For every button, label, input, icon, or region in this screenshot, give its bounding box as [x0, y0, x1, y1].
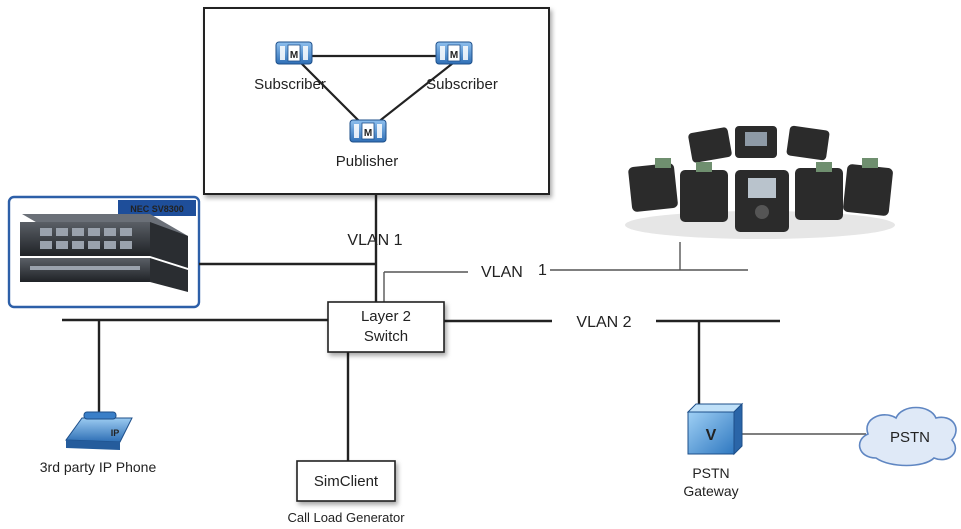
voice-gateway-icon: V: [686, 402, 744, 456]
layer2-switch: Layer 2 Switch: [327, 301, 445, 353]
call-server-cluster: M Subscriber M Subscriber M Publisher: [203, 7, 550, 195]
pbx-brand-label: NEC SV8300: [130, 204, 184, 214]
subscriber-right-server-icon: M: [435, 41, 473, 65]
vlan-2-label: VLAN 2: [576, 314, 631, 331]
svg-text:V: V: [706, 427, 717, 444]
pstn-cloud-label: PSTN: [890, 429, 930, 446]
vlan-1-label-right-word: VLAN: [481, 264, 523, 281]
network-links: [62, 194, 866, 462]
svg-text:IP: IP: [111, 428, 120, 438]
simclient-box: [296, 460, 396, 502]
switch-label-line1: Layer 2: [361, 308, 411, 325]
simclient: SimClient: [296, 460, 396, 502]
pstn-cloud-icon: PSTN: [858, 406, 957, 467]
svg-text:M: M: [364, 128, 372, 139]
publisher-label: Publisher: [336, 153, 399, 170]
pbx-unit: NEC SV8300: [7, 195, 201, 309]
simclient-label: SimClient: [314, 473, 379, 490]
subscriber-right-label: Subscriber: [426, 76, 498, 93]
cluster-box: [203, 7, 550, 195]
gateway-label-line2: Gateway: [683, 483, 738, 499]
pbx-chassis-icon: [20, 214, 188, 292]
svg-text:M: M: [290, 50, 298, 61]
switch-box: [327, 301, 445, 353]
ip-phone-icon: IP: [65, 411, 133, 450]
ip-phone-label: 3rd party IP Phone: [40, 459, 157, 475]
switch-label-line2: Switch: [364, 328, 408, 345]
desk-phones-group-icon: [625, 125, 895, 239]
gateway-label-line1: PSTN: [692, 465, 729, 481]
subscriber-left-server-icon: M: [275, 41, 313, 65]
pbx-title-bar: [118, 200, 196, 216]
cluster-triangle: [291, 54, 466, 132]
vlan-1-label-top: VLAN 1: [347, 232, 402, 249]
vlan-1-label-right-number: 1: [538, 262, 547, 279]
call-load-generator-label: Call Load Generator: [287, 510, 405, 525]
publisher-server-icon: M: [349, 119, 387, 143]
subscriber-left-label: Subscriber: [254, 76, 326, 93]
svg-text:M: M: [450, 50, 458, 61]
